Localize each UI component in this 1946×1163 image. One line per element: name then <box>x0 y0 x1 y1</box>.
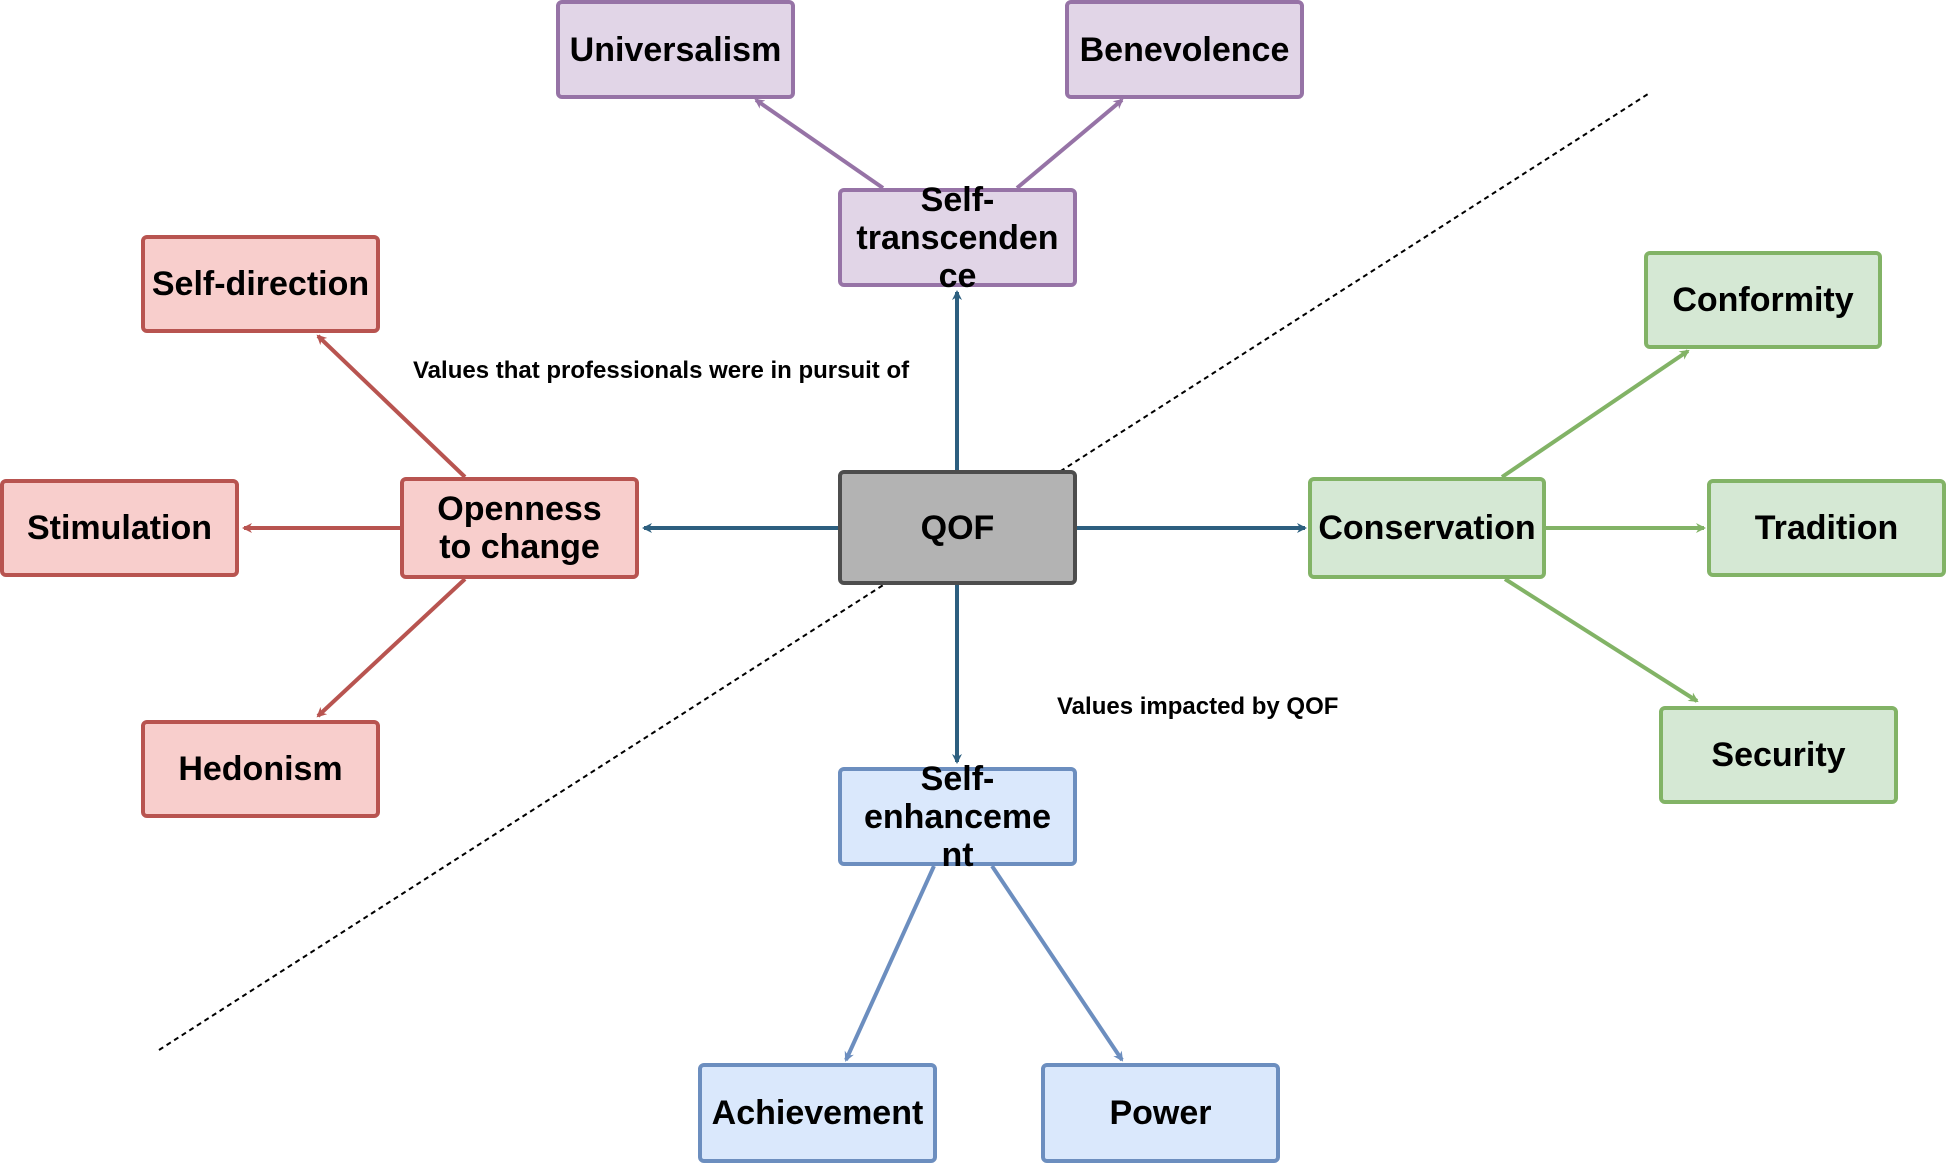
node-openness-to-change-label: Openness to change <box>437 490 602 566</box>
node-qof: QOF <box>838 470 1077 585</box>
node-hedonism-label: Hedonism <box>178 750 343 788</box>
node-self-transcendence: Self-transcendence <box>838 181 1077 295</box>
edge-self-transcendence-to-benevolence <box>1015 98 1124 190</box>
node-security-label: Security <box>1711 736 1846 774</box>
node-self-transcendence-label: Self-transcendence <box>856 180 1059 295</box>
node-benevolence-label: Benevolence <box>1079 30 1290 69</box>
node-self-direction: Self-direction <box>141 235 380 333</box>
node-conservation-label: Conservation <box>1318 509 1536 547</box>
node-stimulation: Stimulation <box>0 479 239 577</box>
node-tradition-label: Tradition <box>1754 509 1899 547</box>
annotation-impacted: Values impacted by QOF <box>1057 693 1339 720</box>
node-self-enhancement: Self-enhancement <box>838 760 1077 874</box>
node-self-enhancement-label: Self-enhancement <box>863 759 1052 874</box>
edge-openness-to-self-direction <box>316 334 467 479</box>
node-benevolence: Benevolence <box>1065 0 1304 99</box>
node-conformity: Conformity <box>1644 251 1882 349</box>
node-achievement: Achievement <box>698 1063 937 1163</box>
node-conservation: Conservation <box>1308 477 1546 579</box>
edge-openness-to-hedonism <box>316 577 467 718</box>
edge-conservation-to-conformity <box>1500 349 1690 479</box>
node-power: Power <box>1041 1063 1280 1163</box>
node-stimulation-label: Stimulation <box>26 509 213 547</box>
node-power-label: Power <box>1109 1094 1212 1132</box>
node-universalism: Universalism <box>556 0 795 99</box>
annotation-pursuit: Values that professionals were in pursui… <box>413 357 910 384</box>
node-openness-to-change: Openness to change <box>400 477 639 579</box>
edge-conservation-to-security <box>1503 577 1699 703</box>
node-hedonism: Hedonism <box>141 720 380 818</box>
node-universalism-label: Universalism <box>569 30 782 69</box>
node-self-direction-label: Self-direction <box>151 265 370 303</box>
node-achievement-label: Achievement <box>711 1094 924 1132</box>
edge-self-enhancement-to-achievement <box>844 865 936 1062</box>
edge-self-transcendence-to-universalism <box>754 98 885 190</box>
node-tradition: Tradition <box>1707 479 1946 577</box>
edge-self-enhancement-to-power <box>990 864 1124 1062</box>
node-qof-label: QOF <box>920 508 995 547</box>
node-security: Security <box>1659 706 1898 804</box>
node-conformity-label: Conformity <box>1672 281 1854 319</box>
